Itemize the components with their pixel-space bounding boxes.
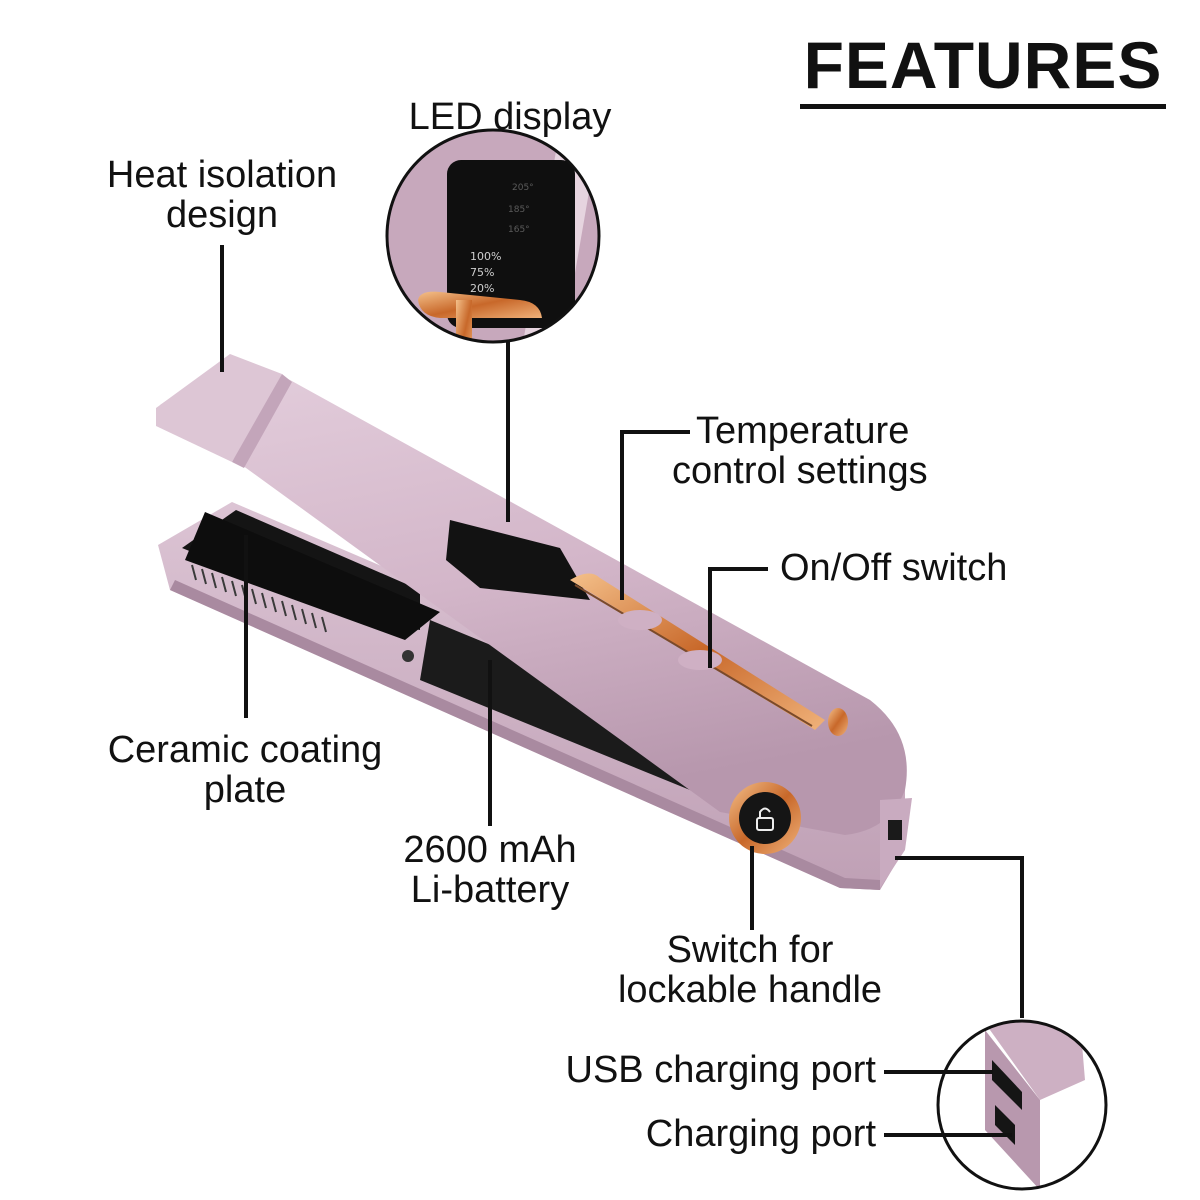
heat-isolation-label-line2: design <box>166 194 278 236</box>
temp-side-text: ▶TEMP <box>486 368 521 379</box>
battery-readout-2: 75% <box>470 266 494 279</box>
battery-readout-1: 100% <box>470 250 501 263</box>
temperature-label-line1: Temperature <box>696 410 910 452</box>
battery-label-line1: 2600 mAh <box>403 829 577 871</box>
lock-label-line2: lockable handle <box>617 969 883 1011</box>
slider-stem <box>456 300 472 342</box>
heat-isolation-tip <box>156 354 282 462</box>
lock-icon <box>756 817 774 831</box>
power-button <box>678 650 722 670</box>
comb-teeth <box>191 564 327 633</box>
callout-lines <box>220 245 1024 1137</box>
ceramic-label-line2: plate <box>203 769 287 811</box>
screw <box>402 650 414 662</box>
lock-label-line1: Switch for <box>666 929 834 971</box>
port-connector-line <box>895 856 1024 1018</box>
battery-label-line2: Li-battery <box>410 869 570 911</box>
features-title: FEATURES <box>800 28 1166 109</box>
led-display-label: LED display <box>408 96 612 138</box>
temp-button <box>618 610 662 630</box>
on-off-label: On/Off switch <box>780 547 1008 589</box>
slider-head <box>418 291 542 318</box>
heat-isolation-label-line1: Heat isolation <box>106 154 338 196</box>
end-cap <box>880 798 912 888</box>
led-screen <box>447 160 575 328</box>
temperature-label-line2: control settings <box>672 450 928 492</box>
led-display-window <box>446 520 590 600</box>
ceramic-label-line1: Ceramic coating <box>107 729 383 771</box>
on-off-line <box>708 567 768 668</box>
port-opening <box>888 820 902 840</box>
temp-readout-1: 205° <box>512 183 534 193</box>
temp-readout-2: 185° <box>508 205 530 215</box>
led-zoom-callout: 205° 185° 165° 100% 75% 20% ▶TEMP <box>385 128 601 379</box>
temperature-line <box>620 430 690 600</box>
port-zoom-callout <box>936 1019 1108 1191</box>
charging-port-label: Charging port <box>645 1113 876 1155</box>
battery-readout-3: 20% <box>470 282 494 295</box>
usb-port-label: USB charging port <box>565 1049 877 1091</box>
usb-port <box>992 1060 1022 1110</box>
power-indicator <box>828 708 848 736</box>
temp-readout-3: 165° <box>508 225 530 235</box>
upper-arm <box>156 354 912 888</box>
